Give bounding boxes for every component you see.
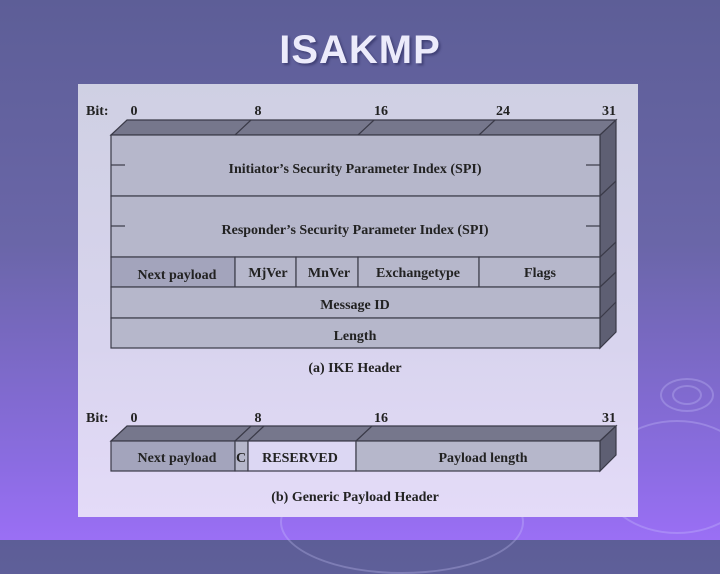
ike-side-edge bbox=[599, 241, 617, 258]
slide-title: ISAKMP bbox=[279, 28, 441, 72]
exchange-type-field bbox=[357, 256, 480, 288]
ike-side-edge bbox=[599, 271, 617, 288]
exchange-type-label: Exchangetype bbox=[376, 266, 460, 281]
generic-top-tick bbox=[355, 425, 373, 442]
ike-side-edge bbox=[599, 301, 617, 319]
generic-bit-mark: 31 bbox=[602, 411, 616, 426]
generic-bit-mark: 16 bbox=[374, 411, 388, 426]
ike-top-tick bbox=[478, 119, 496, 136]
ike-header: Bit: 0 8 16 24 31 Initiator’s Security P… bbox=[86, 104, 618, 376]
generic-bit-label: Bit: bbox=[86, 411, 109, 426]
flags-label: Flags bbox=[524, 266, 556, 281]
ike-bit-label: Bit: bbox=[86, 104, 109, 119]
ike-bit-mark: 8 bbox=[255, 104, 262, 119]
initiator-spi-label: Initiator’s Security Parameter Index (SP… bbox=[229, 162, 482, 177]
ike-bit-mark: 0 bbox=[131, 104, 138, 119]
next-payload-field bbox=[110, 256, 236, 288]
message-id-field bbox=[110, 286, 601, 319]
decorative-ripple bbox=[660, 378, 714, 412]
isakmp-header-diagram: Bit: 0 8 16 24 31 Initiator’s Security P… bbox=[86, 104, 618, 505]
generic-next-payload-label: Next payload bbox=[138, 451, 217, 466]
ike-header-caption: (a) IKE Header bbox=[308, 361, 401, 376]
mnver-label: MnVer bbox=[308, 266, 350, 281]
generic-header-caption: (b) Generic Payload Header bbox=[271, 490, 439, 505]
ike-top-tick bbox=[234, 119, 252, 136]
next-payload-label: Next payload bbox=[138, 268, 217, 283]
ike-header-top-face bbox=[109, 119, 618, 136]
figure-panel: Bit: 0 8 16 24 31 Initiator’s Security P… bbox=[78, 84, 638, 517]
reserved-label: RESERVED bbox=[262, 451, 338, 466]
message-id-label: Message ID bbox=[320, 298, 390, 313]
ike-bit-mark: 16 bbox=[374, 104, 388, 119]
length-field bbox=[110, 317, 601, 349]
responder-spi-field bbox=[110, 195, 601, 258]
payload-length-label: Payload length bbox=[438, 451, 527, 466]
mjver-label: MjVer bbox=[248, 266, 287, 281]
mjver-field bbox=[234, 256, 297, 288]
critical-bit-label: C bbox=[236, 451, 246, 466]
generic-bit-mark: 8 bbox=[255, 411, 262, 426]
generic-top-tick bbox=[234, 425, 252, 442]
payload-length-field bbox=[355, 440, 601, 472]
ike-top-tick bbox=[357, 119, 375, 136]
responder-spi-label: Responder’s Security Parameter Index (SP… bbox=[222, 223, 489, 238]
generic-top-tick bbox=[247, 425, 265, 442]
ike-side-edge bbox=[599, 180, 617, 197]
mnver-field bbox=[295, 256, 359, 288]
generic-payload-header: Bit: 0 8 16 31 Next payload C RESERVED P… bbox=[86, 411, 618, 505]
ike-bit-mark: 24 bbox=[496, 104, 510, 119]
generic-next-payload-field bbox=[110, 440, 236, 472]
decorative-ripple bbox=[672, 385, 702, 405]
ike-header-side-face bbox=[599, 118, 617, 350]
ike-bit-mark: 31 bbox=[602, 104, 616, 119]
generic-bit-mark: 0 bbox=[131, 411, 138, 426]
length-label: Length bbox=[334, 329, 377, 344]
